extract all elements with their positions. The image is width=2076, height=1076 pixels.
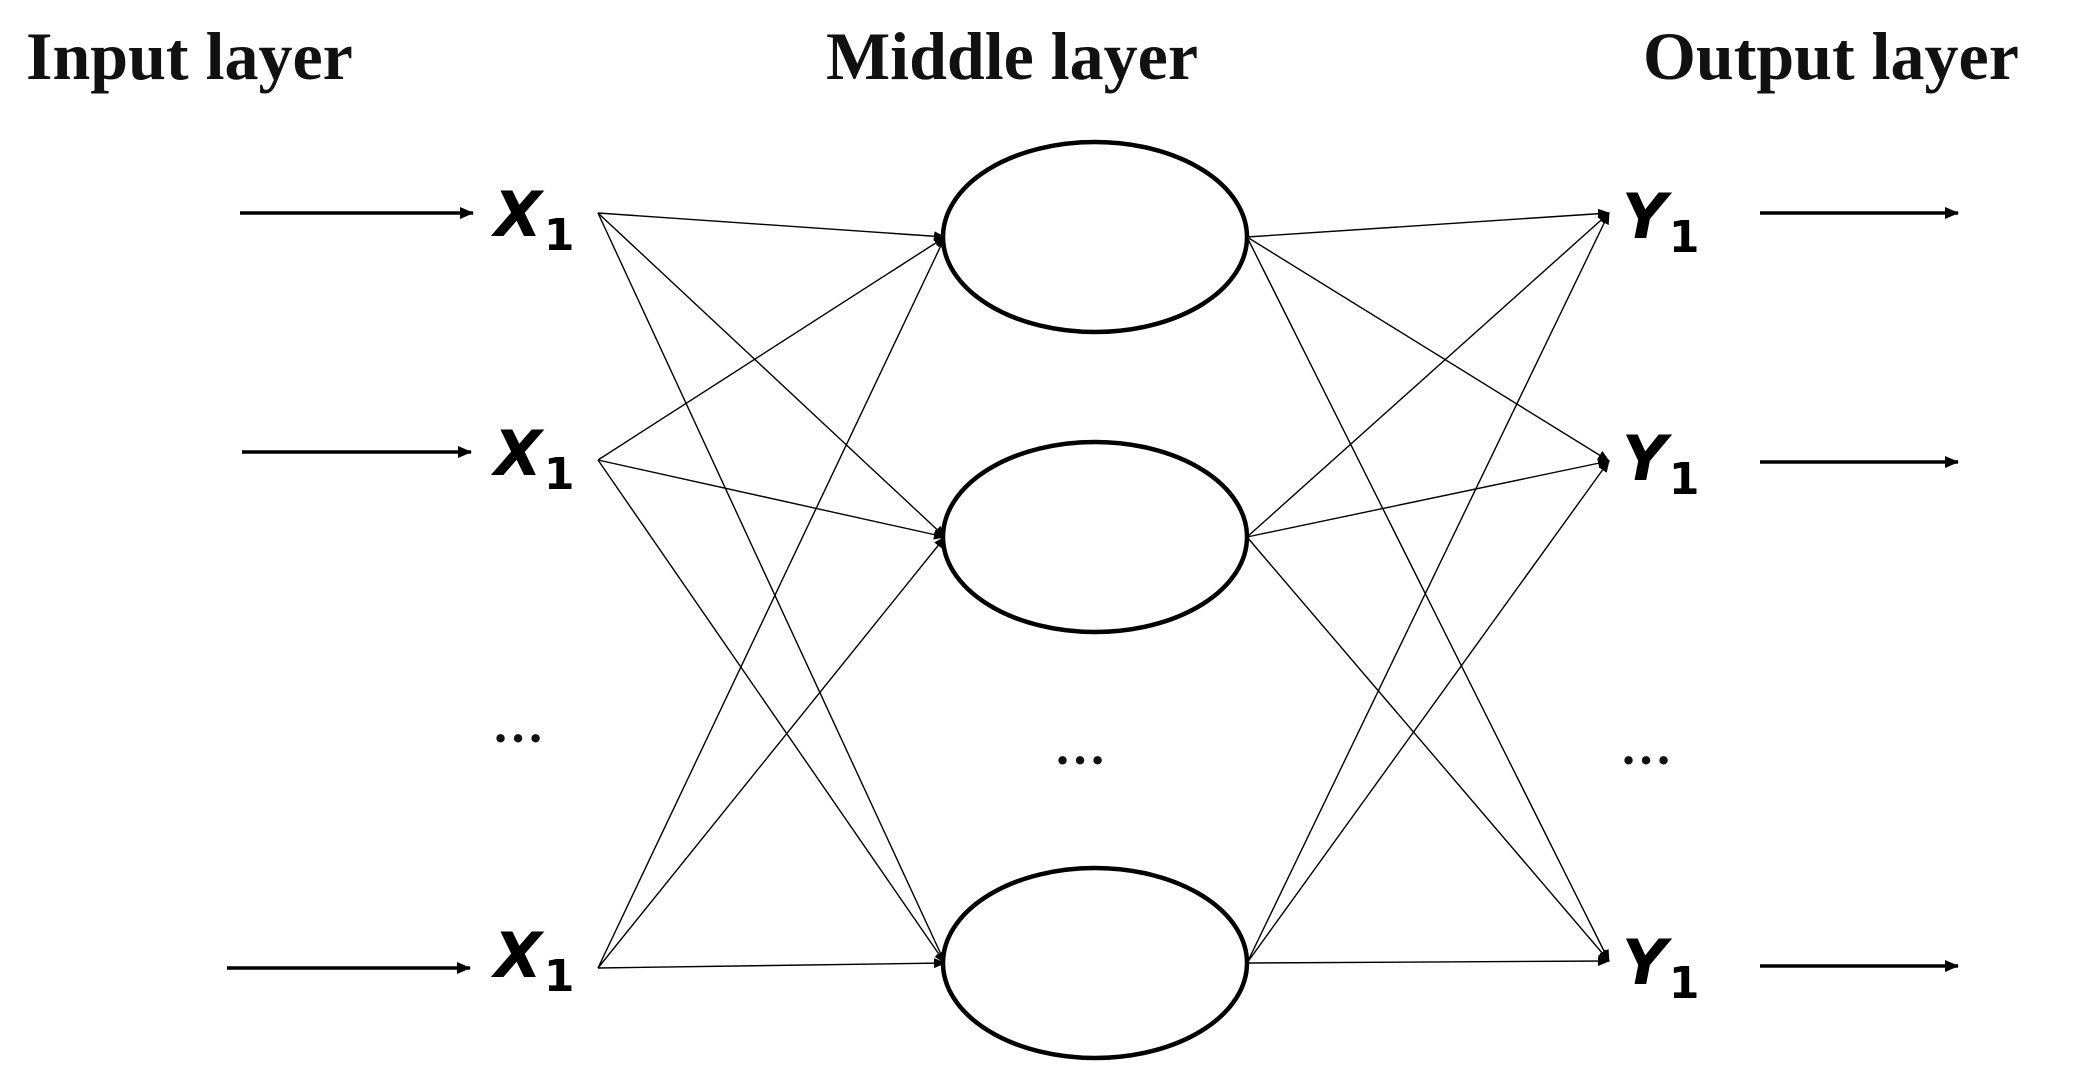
input-to-hidden-connection (597, 236, 946, 969)
output-node-label-2: Y1 (1622, 428, 1700, 502)
hidden-to-output-connection (1246, 236, 1610, 962)
output-node-label-1: Y1 (1622, 186, 1700, 260)
middle-layer-heading: Middle layer (826, 18, 1199, 94)
input-node-label-1: X1 (494, 184, 574, 258)
output-subscript: 1 (1668, 454, 1700, 505)
output-subscript: 1 (1668, 958, 1700, 1009)
output-symbol: Y (1622, 926, 1667, 999)
hidden-to-output-connection (1246, 460, 1610, 964)
output-symbol: Y (1622, 422, 1667, 495)
hidden-to-output-connection (1246, 212, 1610, 538)
input-symbol: X (494, 417, 542, 490)
hidden-to-output-connection (1246, 956, 1610, 967)
input-to-hidden-connection (597, 459, 946, 540)
input-node-label-3: X1 (494, 925, 574, 999)
output-ellipsis: … (1620, 719, 1672, 776)
input-symbol: X (494, 919, 542, 992)
hidden-to-output-connection (1246, 236, 1610, 462)
input-subscript: 1 (543, 210, 575, 261)
output-subscript: 1 (1668, 212, 1700, 263)
input-layer-heading: Input layer (26, 18, 353, 94)
input-symbol: X (494, 178, 542, 251)
output-layer-heading: Output layer (1643, 18, 2019, 94)
input-to-hidden-connection (597, 212, 946, 964)
input-to-hidden-connection (597, 236, 946, 461)
connections-group (597, 208, 1610, 969)
input-subscript: 1 (543, 449, 575, 500)
output-node-label-3: Y1 (1622, 932, 1700, 1006)
input-to-hidden-connection (597, 212, 946, 242)
input-to-hidden-connection (597, 536, 946, 969)
output-symbol: Y (1622, 180, 1667, 253)
input-to-hidden-connection (597, 212, 946, 538)
input-node-label-2: X1 (494, 423, 574, 497)
hidden-to-output-connection (1246, 458, 1610, 538)
io-arrows-group (227, 207, 1959, 974)
input-to-hidden-connection (597, 459, 946, 964)
input-ellipsis: … (492, 697, 544, 754)
middle-ellipsis: … (1054, 719, 1106, 776)
hidden-node (940, 139, 1250, 335)
hidden-node (940, 439, 1250, 635)
hidden-to-output-connection (1246, 536, 1610, 962)
input-to-hidden-connection (597, 958, 946, 969)
hidden-node (940, 865, 1250, 1061)
hidden-to-output-connection (1246, 208, 1610, 238)
hidden-to-output-connection (1246, 212, 1610, 964)
input-subscript: 1 (543, 951, 575, 1002)
hidden-nodes-group (940, 139, 1250, 1061)
